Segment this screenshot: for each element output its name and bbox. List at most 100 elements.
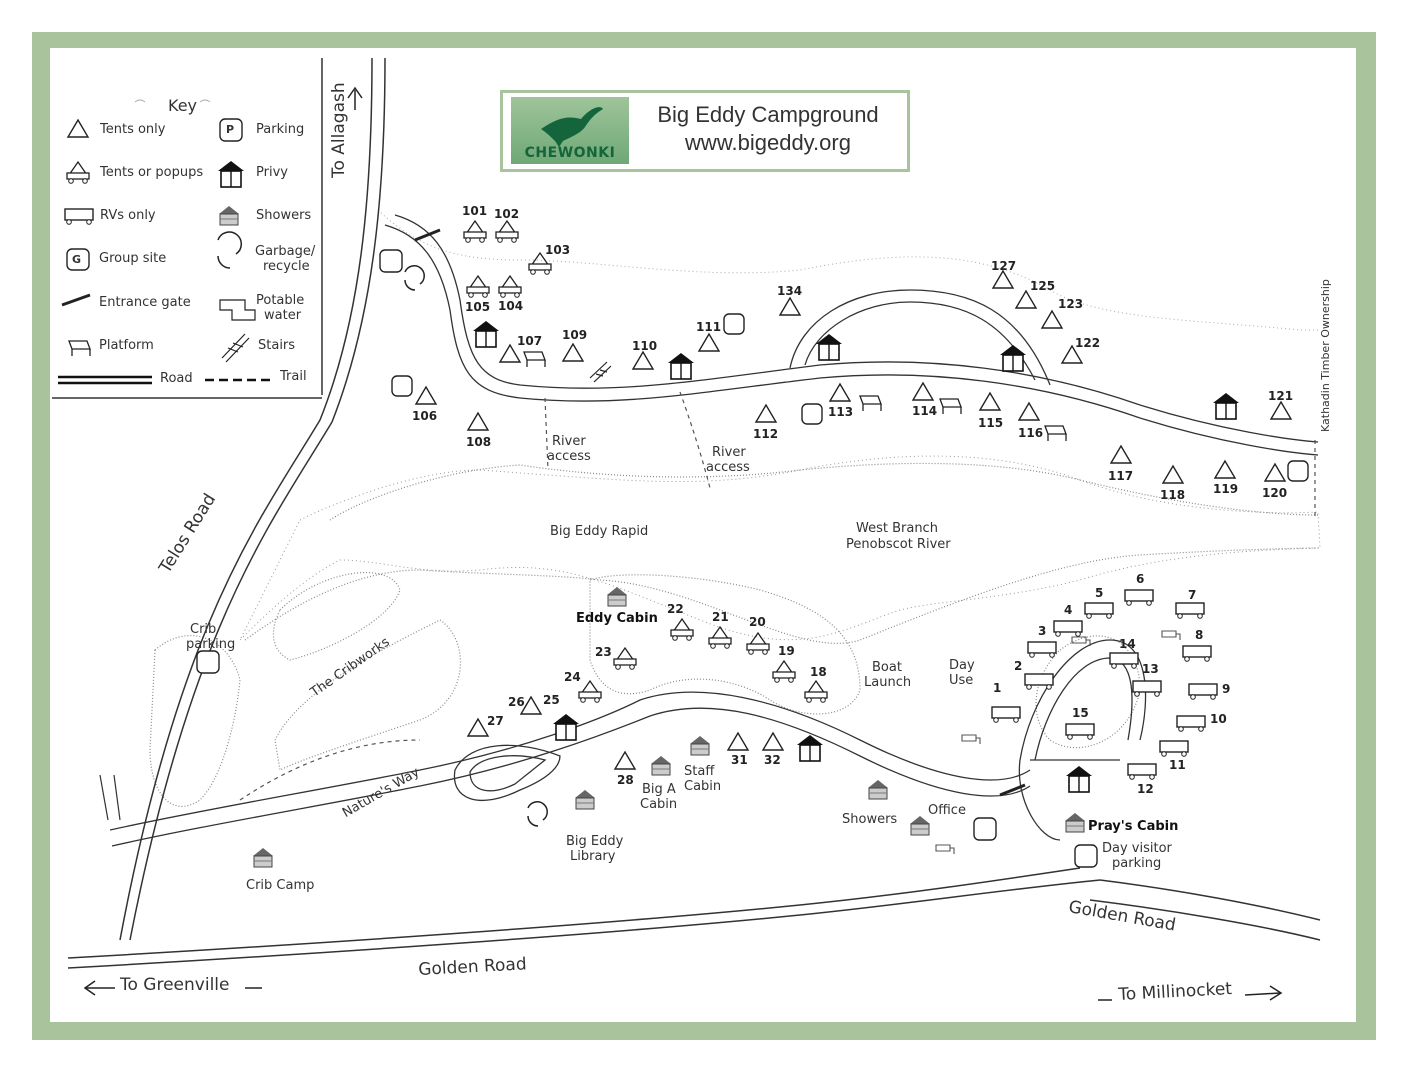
office-label: Office [928,803,966,818]
key-showers: Showers [256,208,312,223]
boat-launch-label-2: Launch [864,675,912,690]
site-31: 31 [731,753,748,767]
key-group-site: Group site [99,251,167,266]
day-visitor-label-2: parking [1112,856,1162,871]
key-trail: Trail [280,369,307,384]
site-1: 1 [993,681,1002,695]
campground-title: Big Eddy Campground www.bigeddy.org [633,101,903,157]
site-125: 125 [1030,279,1056,293]
to-millinocket-label: To Millinocket [1117,979,1233,1005]
site-15: 15 [1072,706,1089,720]
big-eddy-rapid-label: Big Eddy Rapid [550,524,649,539]
eddy-cabin-label: Eddy Cabin [576,611,658,626]
site-22: 22 [667,602,684,616]
key-road: Road [160,371,193,386]
site-32: 32 [764,753,781,767]
site-103: 103 [545,243,571,257]
crib-parking-label-1: Crib [190,622,217,637]
site-113: 113 [828,405,854,419]
west-branch-label-1: West Branch [856,521,938,536]
crib-camp-label: Crib Camp [246,878,315,893]
site-114: 114 [912,404,938,418]
key-platform: Platform [99,338,154,353]
site-4: 4 [1064,603,1073,617]
kathadin-label: Kathadin Timber Ownership [1319,279,1332,432]
key-tents-popups: Tents or popups [100,165,204,180]
crib-parking-label-2: parking [186,637,236,652]
key-rvs-only: RVs only [100,208,156,223]
site-110: 110 [632,339,658,353]
key-water: water [264,308,302,323]
logo-text: CHEWONKI [524,145,616,161]
boat-launch-label-1: Boat [872,660,902,675]
key-g-symbol: G [72,253,82,266]
site-127: 127 [991,259,1017,273]
river-access-a-2: access [547,449,591,464]
site-118: 118 [1160,488,1186,502]
site-107: 107 [517,334,543,348]
site-26: 26 [508,695,525,709]
site-7: 7 [1188,588,1197,602]
golden-road-label-left: Golden Road [417,954,528,980]
site-3: 3 [1038,624,1047,638]
to-allagash-label: To Allagash [329,82,349,178]
big-eddy-library-label-1: Big Eddy [566,834,624,849]
site-106: 106 [412,409,438,423]
site-112: 112 [753,427,779,441]
site-9: 9 [1222,682,1231,696]
key-privy: Privy [256,165,288,180]
key-tents-only: Tents only [100,122,166,137]
site-123: 123 [1058,297,1084,311]
staff-cabin-label-2: Cabin [684,779,722,794]
day-use-label-1: Day [949,658,975,673]
site-117: 117 [1108,469,1134,483]
site-11: 11 [1169,758,1186,772]
site-23: 23 [595,645,612,659]
key-entrance-gate: Entrance gate [99,295,191,310]
site-19: 19 [778,644,795,658]
campground-url: www.bigeddy.org [685,130,851,155]
site-12: 12 [1137,782,1154,796]
key-garbage: Garbage/ [255,244,316,259]
key-p-symbol: P [226,123,235,136]
to-greenville-label: To Greenville [120,975,230,995]
site-24: 24 [564,670,581,684]
showers-label: Showers [842,812,898,827]
key-heading: Key [168,96,198,115]
west-branch-label-2: Penobscot River [846,537,951,552]
key-recycle: recycle [263,259,310,274]
map-frame: CHEWONKI Big Eddy Campground www.bigeddy… [32,32,1376,1040]
title-box: CHEWONKI Big Eddy Campground www.bigeddy… [500,90,910,172]
site-105: 105 [465,300,491,314]
site-111: 111 [696,320,722,334]
site-6: 6 [1136,572,1145,586]
site-2: 2 [1014,659,1023,673]
site-28: 28 [617,773,634,787]
site-134: 134 [777,284,803,298]
river-access-b-1: River [712,445,746,460]
site-119: 119 [1213,482,1239,496]
key-stairs: Stairs [258,338,296,353]
big-a-cabin-label-2: Cabin [640,797,678,812]
day-use-label-2: Use [949,673,974,688]
big-a-cabin-label-1: Big A [642,782,676,797]
site-5: 5 [1095,586,1104,600]
site-109: 109 [562,328,588,342]
campground-map-drawing [52,57,1321,1001]
site-108: 108 [466,435,492,449]
site-25: 25 [543,693,560,707]
site-20: 20 [749,615,766,629]
key-parking: Parking [256,122,305,137]
big-eddy-library-label-2: Library [570,849,616,864]
site-14: 14 [1119,637,1136,651]
site-102: 102 [494,207,520,221]
river-access-b-2: access [706,460,750,475]
staff-cabin-label-1: Staff [684,764,715,779]
site-18: 18 [810,665,827,679]
map-paper: CHEWONKI Big Eddy Campground www.bigeddy… [50,48,1356,1022]
campground-name: Big Eddy Campground [657,102,879,127]
site-21: 21 [712,610,729,624]
site-104: 104 [498,299,524,313]
river-access-a-1: River [552,434,586,449]
site-27: 27 [487,714,504,728]
